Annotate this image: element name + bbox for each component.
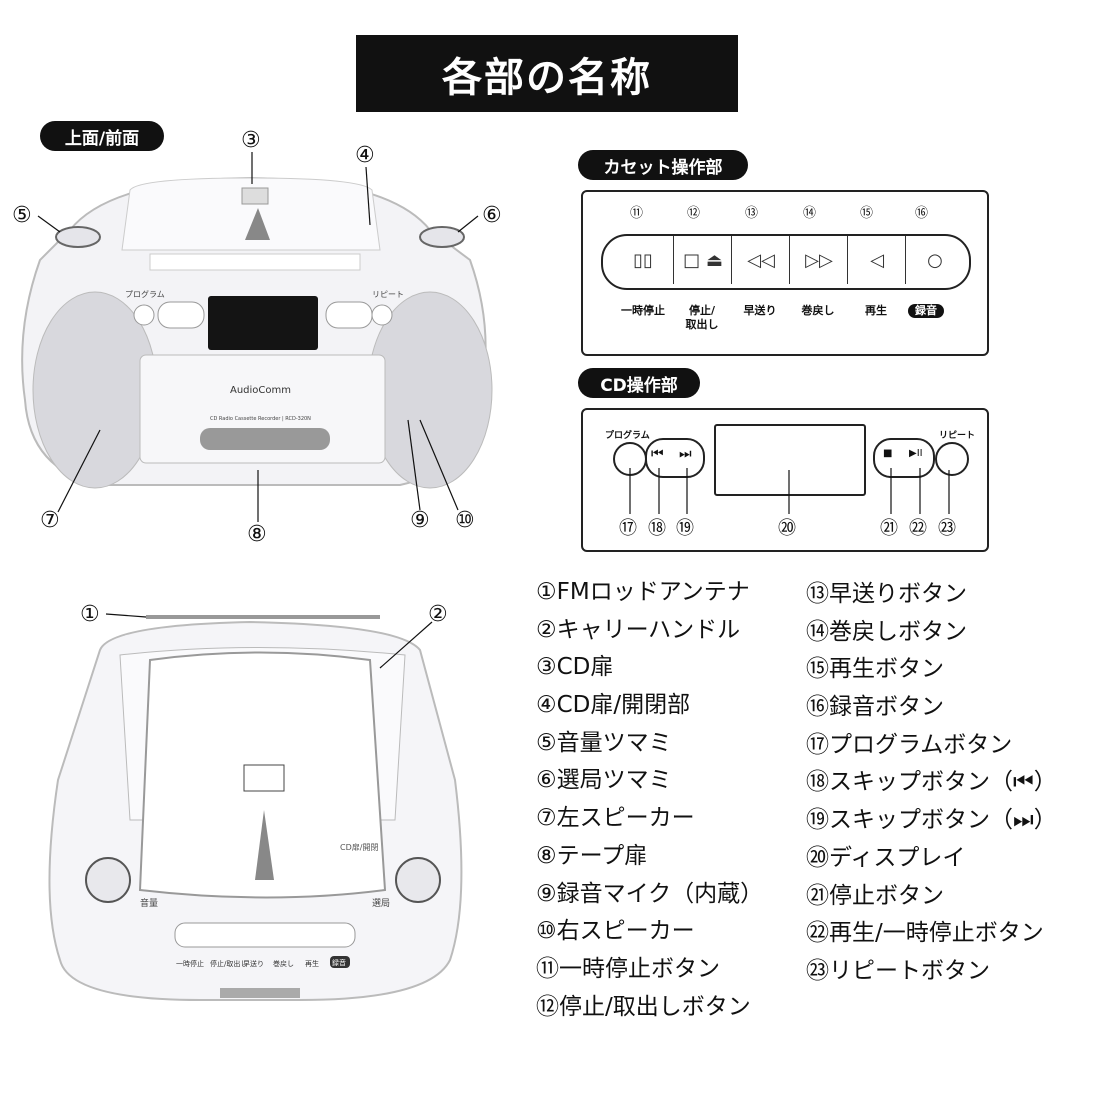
legend-item: ㉑停止ボタン bbox=[806, 882, 944, 909]
legend-item: ⑩右スピーカー bbox=[536, 918, 695, 945]
legend-item: ⑬早送りボタン bbox=[806, 581, 967, 607]
cassette-button-strip bbox=[601, 234, 971, 290]
cassette-label-record: 録音 bbox=[908, 304, 944, 318]
callout-6: ⑥ bbox=[482, 203, 502, 228]
cd-num-18: ⑱ bbox=[648, 518, 666, 539]
cd-num-22: ㉒ bbox=[909, 518, 927, 539]
record-icon[interactable]: ○ bbox=[905, 236, 964, 284]
legend-item: ⑦左スピーカー bbox=[536, 805, 695, 832]
callout-10: ⑩ bbox=[455, 508, 475, 533]
legend-item: ⑰プログラムボタン bbox=[806, 731, 1013, 758]
legend-right: ⑬早送りボタン ⑭巻戻しボタン ⑮再生ボタン ⑯録音ボタン ⑰プログラムボタン … bbox=[806, 576, 1057, 991]
legend-left: ①FMロッドアンテナ ②キャリーハンドル ③CD扉 ④CD扉/開閉部 ⑤音量ツマ… bbox=[536, 574, 763, 1026]
fast-forward-icon[interactable]: ◁◁ bbox=[731, 236, 790, 284]
device-tuning-label: 選局 bbox=[372, 898, 390, 909]
page-title: 各部の名称 bbox=[356, 35, 738, 112]
cassette-num-14: ⑭ bbox=[803, 206, 817, 221]
stop-icon[interactable]: ■ bbox=[883, 448, 893, 459]
legend-item: ①FMロッドアンテナ bbox=[536, 579, 750, 605]
callout-3: ③ bbox=[241, 128, 261, 153]
pause-icon[interactable]: ▯▯ bbox=[633, 249, 653, 271]
play-icon[interactable]: ◁ bbox=[847, 236, 906, 284]
cd-num-23: ㉓ bbox=[938, 518, 956, 539]
cassette-label-stop-eject: 停止/ 取出し bbox=[685, 304, 719, 331]
legend-item: ⑳ディスプレイ bbox=[806, 844, 966, 871]
legend-item: ⑲スキップボタン（⏭） bbox=[806, 807, 1057, 834]
device-bottom-label-2: 停止/取出し bbox=[210, 959, 247, 968]
cassette-label-pause: 一時停止 bbox=[621, 304, 665, 317]
front-view-illustration: AudioComm CD Radio Cassette Recorder | R… bbox=[21, 152, 493, 522]
device-program-label: プログラム bbox=[125, 289, 165, 299]
skip-back-icon[interactable]: ⏮ bbox=[651, 446, 664, 462]
callout-7: ⑦ bbox=[40, 508, 60, 533]
device-bottom-label-5: 再生 bbox=[305, 959, 319, 968]
cd-num-20: ⑳ bbox=[778, 518, 796, 539]
legend-item: ⑱スキップボタン（⏮） bbox=[806, 769, 1057, 796]
section-label-cd: CD操作部 bbox=[578, 368, 700, 398]
legend-item: ㉓リピートボタン bbox=[806, 957, 990, 984]
callout-4: ④ bbox=[355, 143, 375, 168]
cd-program-label: プログラム bbox=[605, 431, 650, 441]
device-model-label: CD Radio Cassette Recorder | RCD-320N bbox=[210, 416, 311, 422]
cd-num-19: ⑲ bbox=[676, 518, 694, 539]
legend-item: ④CD扉/開閉部 bbox=[536, 692, 691, 719]
legend-item: ⑨録音マイク（内蔵） bbox=[536, 880, 764, 907]
cassette-num-12: ⑫ bbox=[687, 206, 701, 221]
cassette-num-16: ⑯ bbox=[915, 206, 929, 221]
legend-item: ⑮再生ボタン bbox=[806, 656, 944, 683]
device-bottom-label-4: 巻戻し bbox=[273, 959, 294, 968]
cd-num-17: ⑰ bbox=[619, 518, 637, 539]
top-view-illustration: CD扉/開閉 音量 選局 一時停止 停止/取出し 早送り 巻戻し 再生 録音 bbox=[48, 613, 463, 1001]
legend-item: ㉒再生/一時停止ボタン bbox=[806, 920, 1044, 947]
legend-item: ⑧テープ扉 bbox=[536, 842, 648, 869]
callout-8: ⑧ bbox=[247, 522, 267, 547]
cd-skip-button-group bbox=[645, 438, 705, 478]
cd-panel-leader-lines bbox=[629, 468, 950, 514]
legend-item: ⑭巻戻しボタン bbox=[806, 618, 967, 645]
callout-9: ⑨ bbox=[410, 508, 430, 533]
cassette-num-11: ⑪ bbox=[630, 206, 644, 221]
device-bottom-label-1: 一時停止 bbox=[176, 959, 204, 968]
device-record-badge: 録音 bbox=[332, 958, 346, 967]
legend-item: ⑯録音ボタン bbox=[806, 694, 944, 721]
legend-item: ⑤音量ツマミ bbox=[536, 729, 672, 756]
device-brand-label: AudioComm bbox=[230, 385, 291, 396]
callout-5: ⑤ bbox=[12, 203, 32, 228]
skip-forward-icon[interactable]: ⏭ bbox=[679, 446, 692, 462]
section-label-cassette: カセット操作部 bbox=[578, 150, 748, 180]
play-pause-icon[interactable]: ▶II bbox=[909, 448, 923, 459]
cassette-num-13: ⑬ bbox=[745, 206, 759, 221]
cassette-num-15: ⑮ bbox=[860, 206, 874, 221]
legend-item: ②キャリーハンドル bbox=[536, 616, 741, 643]
section-label-top-front: 上面/前面 bbox=[40, 121, 164, 151]
callout-2: ② bbox=[428, 602, 448, 627]
legend-item: ③CD扉 bbox=[536, 654, 614, 681]
device-repeat-label: リピート bbox=[372, 290, 404, 299]
device-bottom-label-3: 早送り bbox=[243, 959, 264, 968]
cd-panel: プログラム リピート ⏮ ⏭ ■ ▶II ⑰ ⑱ ⑲ ⑳ ㉑ ㉒ ㉓ bbox=[581, 408, 989, 552]
cd-repeat-button[interactable] bbox=[935, 442, 969, 476]
cassette-label-fast-forward: 早送り bbox=[743, 304, 777, 317]
legend-item: ⑪一時停止ボタン bbox=[536, 955, 720, 982]
cassette-panel: ⑪ ⑫ ⑬ ⑭ ⑮ ⑯ ▯▯ □ ⏏ ◁◁ ▷▷ ◁ ○ 一時停止 停止/ 取出… bbox=[581, 190, 989, 356]
callout-1: ① bbox=[80, 602, 100, 627]
cd-display bbox=[714, 424, 866, 496]
cd-repeat-label: リピート bbox=[939, 431, 976, 441]
cassette-label-rewind: 巻戻し bbox=[801, 304, 835, 317]
legend-item: ⑥選局ツマミ bbox=[536, 767, 672, 794]
device-volume-label: 音量 bbox=[140, 897, 158, 909]
rewind-icon[interactable]: ▷▷ bbox=[789, 236, 848, 284]
device-cd-door-label: CD扉/開閉 bbox=[340, 842, 378, 852]
legend-item: ⑫停止/取出しボタン bbox=[536, 993, 751, 1020]
cd-play-stop-group bbox=[873, 438, 935, 478]
cassette-label-play: 再生 bbox=[865, 304, 887, 317]
stop-eject-icon[interactable]: □ ⏏ bbox=[673, 236, 732, 284]
cd-num-21: ㉑ bbox=[880, 518, 898, 539]
